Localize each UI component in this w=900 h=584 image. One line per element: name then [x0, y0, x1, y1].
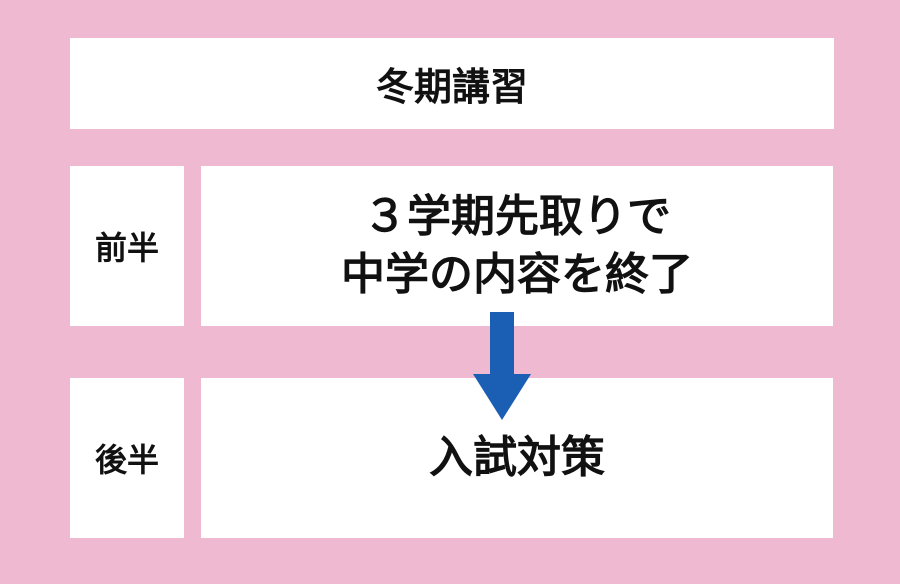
content-box-first-half: ３学期先取りで 中学の内容を終了 — [201, 166, 833, 326]
first-half-text-line1: ３学期先取りで — [363, 191, 671, 242]
label-box-first-half: 前半 — [70, 166, 184, 326]
second-half-text: 入試対策 — [429, 432, 605, 483]
first-half-text-line2: 中学の内容を終了 — [341, 249, 693, 300]
title-box: 冬期講習 — [70, 38, 834, 129]
content-box-second-half: 入試対策 — [201, 378, 833, 538]
label-box-second-half: 後半 — [70, 378, 184, 538]
diagram-title: 冬期講習 — [375, 65, 528, 109]
second-half-label: 後半 — [94, 441, 159, 479]
first-half-label: 前半 — [94, 229, 159, 267]
down-arrow-icon — [473, 312, 531, 420]
